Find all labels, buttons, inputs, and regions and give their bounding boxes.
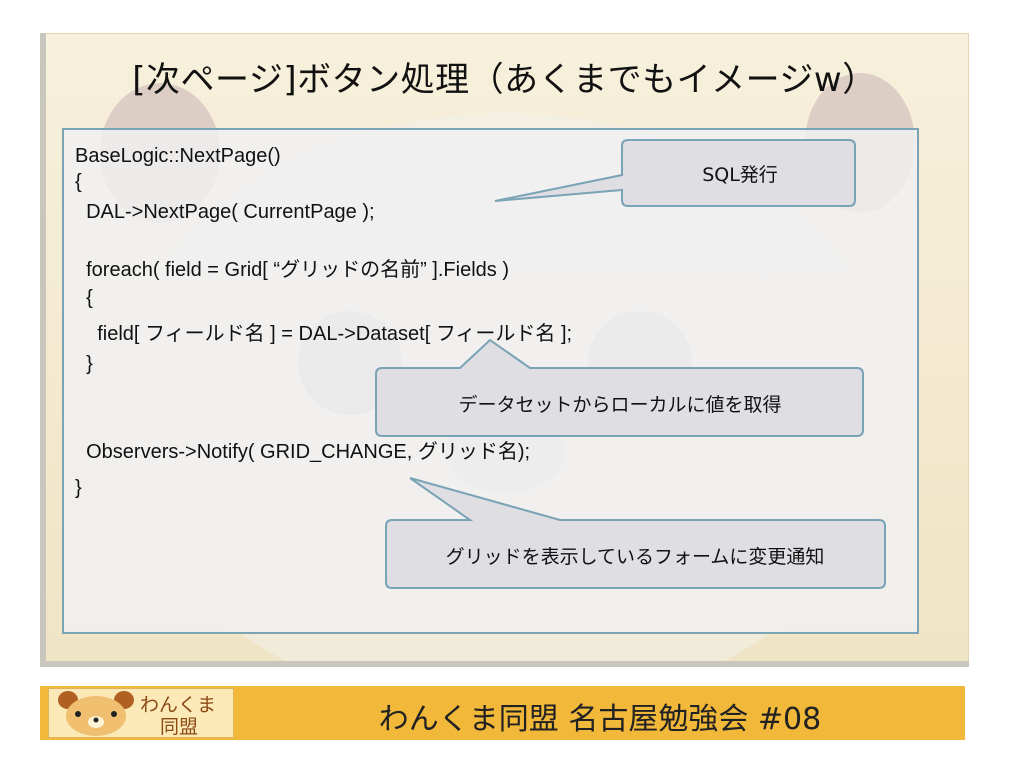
code-line: { [75,287,93,309]
slide-title: [次ページ]ボタン処理（あくまでもイメージw） [132,60,877,100]
code-line: { [75,171,82,193]
code-line: BaseLogic::NextPage() [75,145,281,167]
callout-sql-text: SQL発行 [702,164,778,186]
callout-dataset-text: データセットからローカルに値を取得 [458,394,782,416]
footer-text: わんくま同盟 名古屋勉強会 #08 [378,702,822,737]
callout-notify-text: グリッドを表示しているフォームに変更通知 [445,546,825,568]
code-line: Observers->Notify( GRID_CHANGE, グリッド名); [75,441,531,463]
code-line: foreach( field = Grid[ “グリッドの名前” ].Field… [75,259,509,281]
logo-text-bottom: 同盟 [160,716,199,738]
logo-text-top: わんくま [140,694,217,716]
code-line: } [75,353,93,375]
code-line: field[ フィールド名 ] = DAL->Dataset[ フィールド名 ]… [75,323,573,345]
code-line: } [75,477,82,499]
code-line: DAL->NextPage( CurrentPage ); [75,201,375,223]
